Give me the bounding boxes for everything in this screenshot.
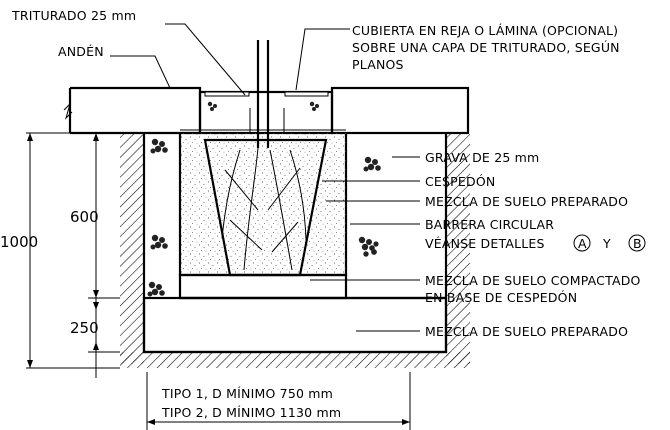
label-cubierta-3: PLANOS <box>352 57 404 72</box>
label-compactado-2: EN BASE DE CESPEDÓN <box>425 290 577 305</box>
label-compactado-1: MEZCLA DE SUELO COMPACTADO <box>425 273 641 288</box>
label-barrera-2: VÉANSE DETALLES <box>425 236 545 251</box>
note-tipo2: TIPO 2, D MÍNIMO 1130 mm <box>161 405 341 420</box>
grate-cover <box>198 90 334 135</box>
detail-b-text: B <box>633 236 642 251</box>
label-cespedon: CESPEDÓN <box>425 174 495 189</box>
label-barrera-1: BARRERA CIRCULAR <box>425 217 554 232</box>
root-ball <box>203 40 328 277</box>
dim-lower: 250 <box>70 319 99 337</box>
note-tipo1: TIPO 1, D MÍNIMO 750 mm <box>161 386 333 401</box>
dim-total: 1000 <box>0 233 38 251</box>
detail-y-text: Y <box>602 236 611 251</box>
label-grava: GRAVA DE 25 mm <box>425 150 539 165</box>
detail-a-text: A <box>578 236 587 251</box>
label-mezcla-preparado-2: MEZCLA DE SUELO PREPARADO <box>425 324 628 339</box>
sidewalk-slabs <box>63 86 470 135</box>
prepared-soil-bottom <box>142 296 448 354</box>
label-anden: ANDÉN <box>58 44 104 59</box>
leader-lines <box>110 23 420 332</box>
compacted-base <box>178 273 348 300</box>
detail-bubbles <box>573 234 646 252</box>
label-triturado: TRITURADO 25 mm <box>11 8 136 23</box>
dim-upper: 600 <box>70 208 99 226</box>
dimension-lines <box>26 132 411 430</box>
gravel-clusters <box>147 101 381 297</box>
prepared-soil-upper <box>180 133 346 275</box>
earth-hatch <box>120 132 470 368</box>
label-mezcla-preparado-1: MEZCLA DE SUELO PREPARADO <box>425 194 628 209</box>
label-cubierta-1: CUBIERTA EN REJA O LÁMINA (OPCIONAL) <box>352 23 618 38</box>
label-cubierta-2: SOBRE UNA CAPA DE TRITURADO, SEGÚN <box>352 40 620 55</box>
